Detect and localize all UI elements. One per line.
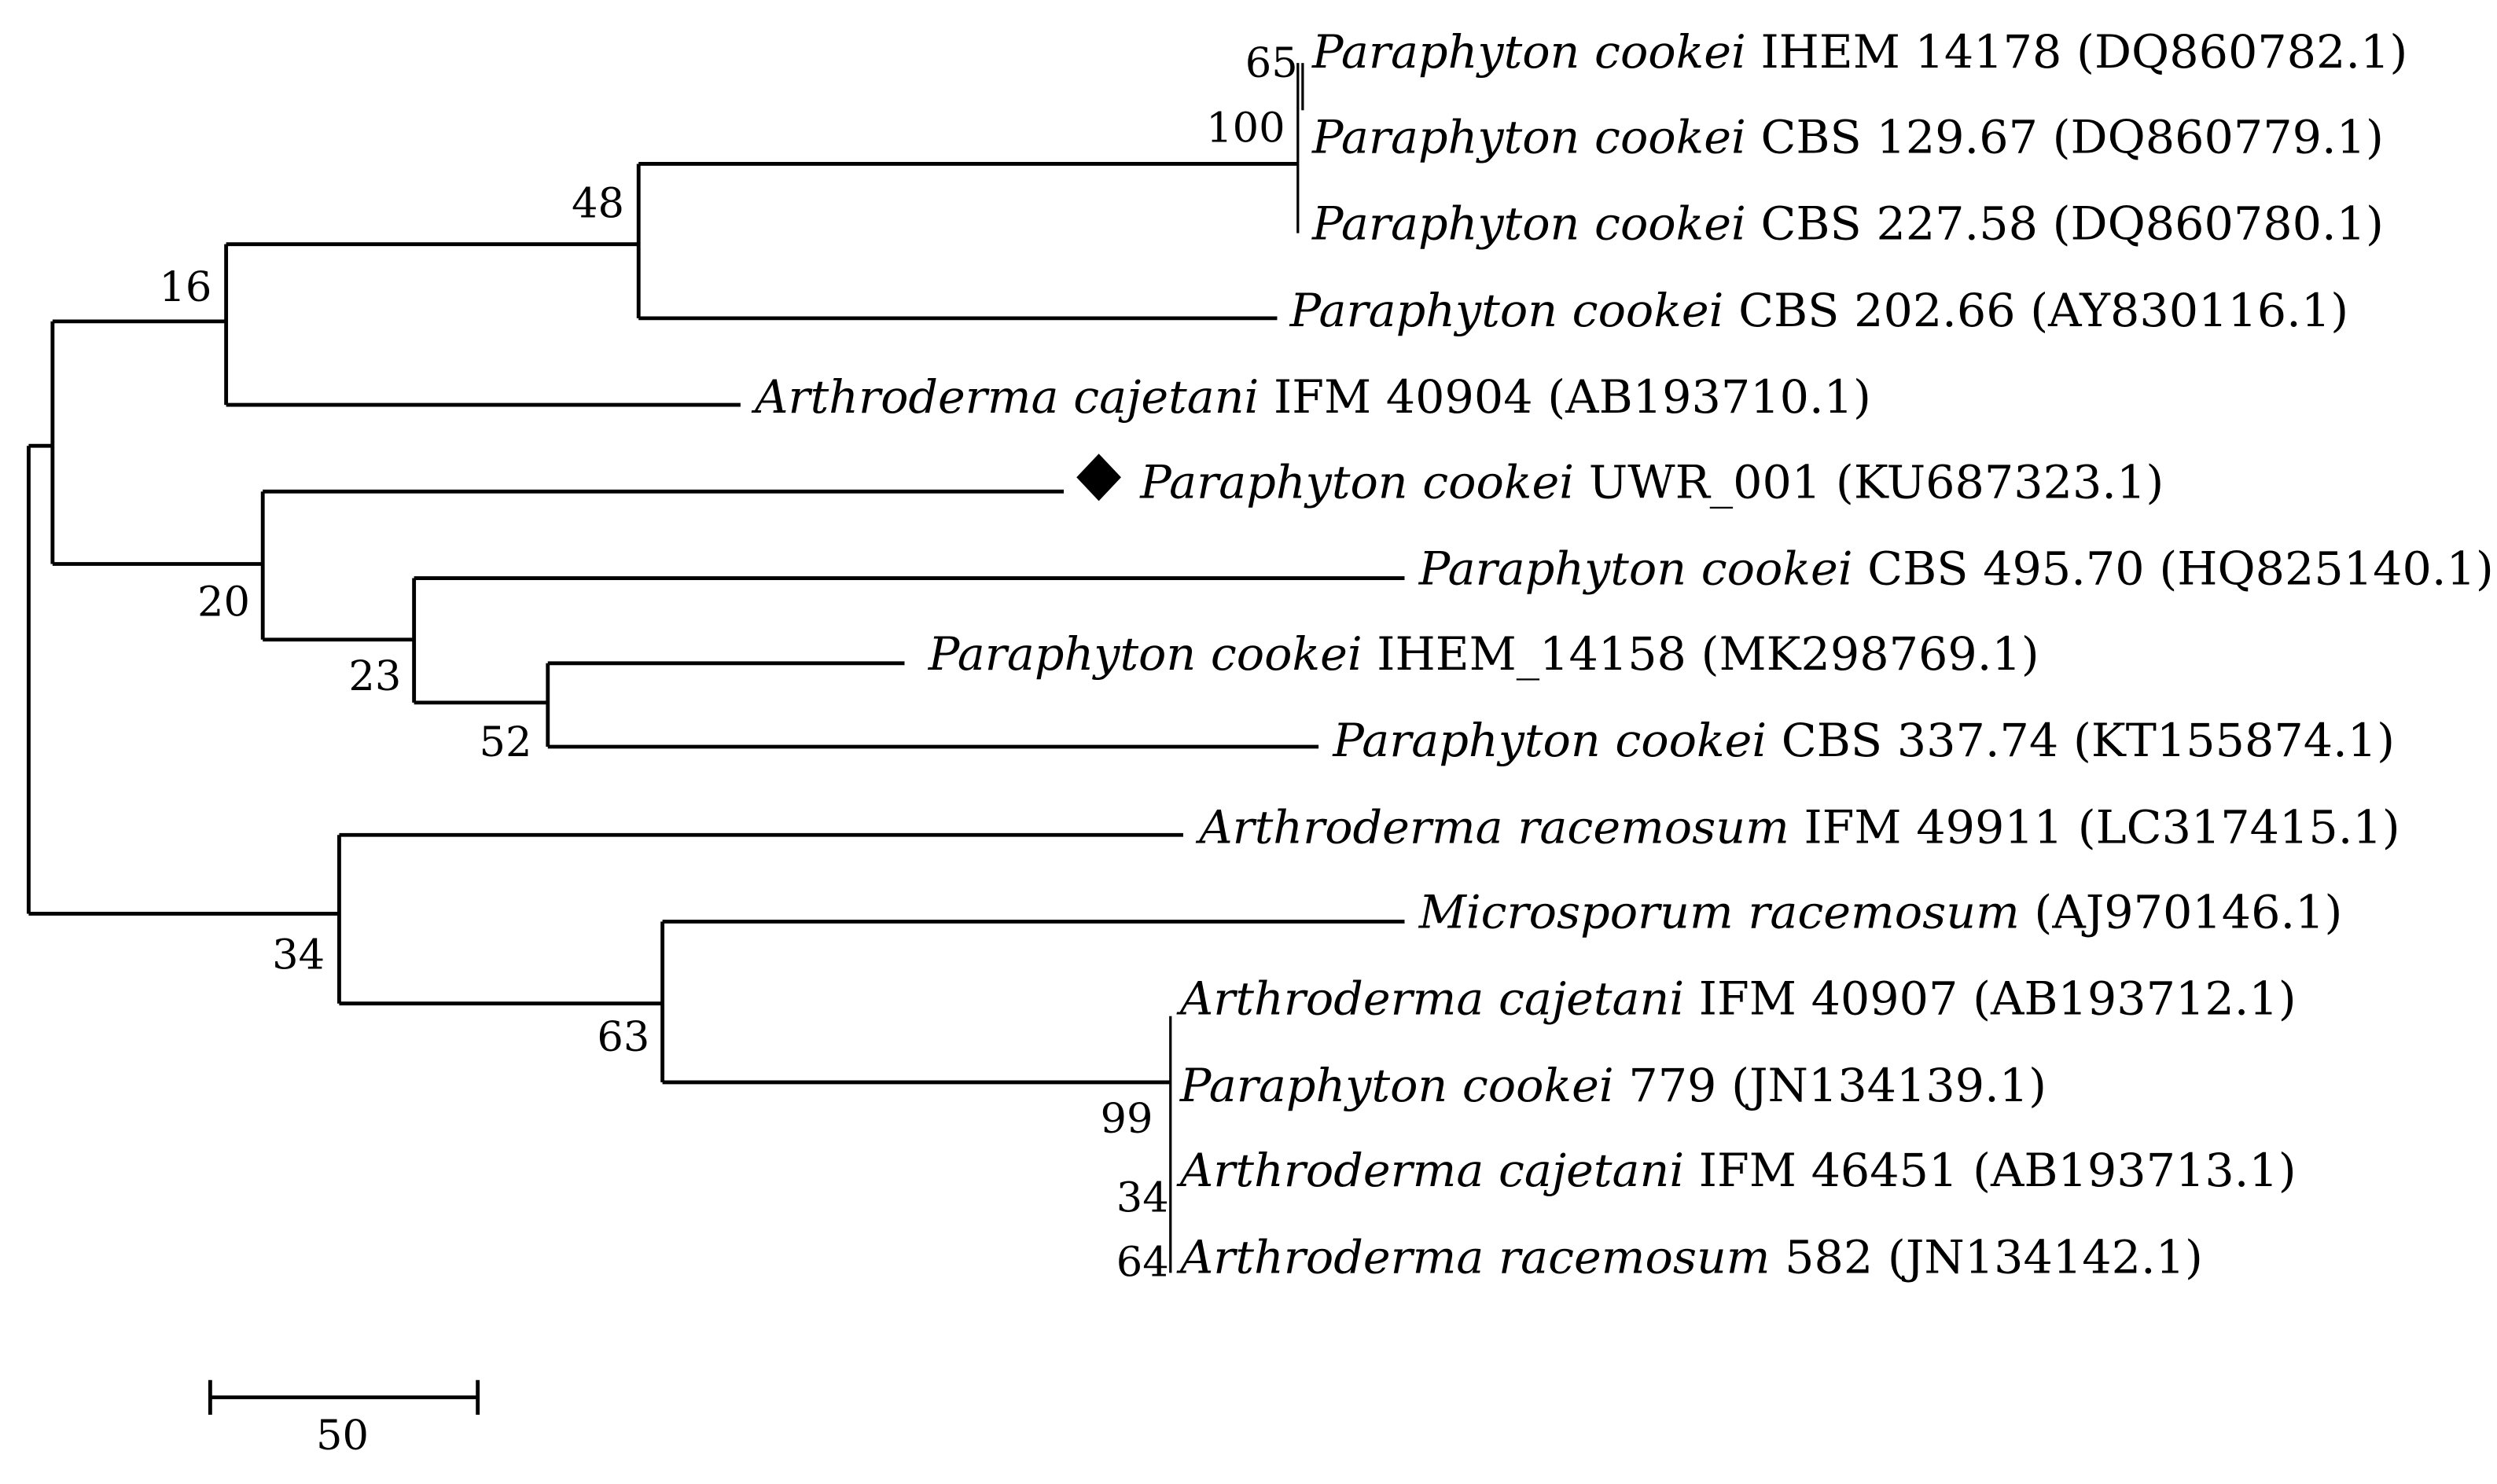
diamond-marker-icon (1076, 454, 1121, 501)
taxon-label: Paraphyton cookei UWR_001 (KU687323.1) (1139, 456, 2164, 509)
taxon-label: Arthroderma racemosum IFM 49911 (LC31741… (1195, 801, 2400, 854)
taxon-label: Paraphyton cookei CBS 495.70 (HQ825140.1… (1418, 542, 2494, 596)
taxon-label: Paraphyton cookei IHEM_14158 (MK298769.1… (928, 627, 2039, 681)
bootstrap-values: 65 100 48 16 20 23 52 34 63 99 34 64 (159, 39, 1297, 1286)
bootstrap-label: 34 (272, 931, 325, 979)
bootstrap-label: 52 (480, 718, 532, 766)
bootstrap-label: 20 (197, 579, 250, 626)
taxon-label: Arthroderma cajetani IFM 46451 (AB193713… (1176, 1144, 2297, 1197)
taxon-label: Paraphyton cookei IHEM 14178 (DQ860782.1… (1311, 25, 2407, 79)
bootstrap-label: 48 (572, 180, 624, 228)
bootstrap-label: 99 (1100, 1095, 1153, 1143)
tree-branches (27, 63, 1405, 1273)
scale-bar: 50 (208, 1379, 480, 1460)
taxon-label: Microsporum racemosum (AJ970146.1) (1418, 886, 2343, 939)
taxon-labels: Paraphyton cookei IHEM 14178 (DQ860782.1… (751, 25, 2494, 1284)
bootstrap-label: 34 (1116, 1174, 1169, 1222)
taxon-label: Paraphyton cookei CBS 129.67 (DQ860779.1… (1311, 111, 2384, 164)
bootstrap-label: 63 (597, 1013, 649, 1061)
taxon-label: Paraphyton cookei CBS 337.74 (KT155874.1… (1332, 714, 2395, 767)
taxon-label: Paraphyton cookei CBS 202.66 (AY830116.1… (1289, 284, 2348, 337)
bootstrap-label: 100 (1206, 105, 1285, 152)
taxon-label: Arthroderma cajetani IFM 40904 (AB193710… (751, 370, 1871, 424)
taxon-label: Arthroderma racemosum 582 (JN134142.1) (1176, 1231, 2203, 1284)
scale-bar-label: 50 (316, 1412, 369, 1460)
taxon-label: Paraphyton cookei CBS 227.58 (DQ860780.1… (1311, 197, 2384, 251)
bootstrap-label: 64 (1116, 1239, 1169, 1287)
bootstrap-label: 16 (159, 263, 211, 311)
taxon-label: Arthroderma cajetani IFM 40907 (AB193712… (1176, 972, 2297, 1026)
taxon-label: Paraphyton cookei 779 (JN134139.1) (1179, 1059, 2047, 1112)
bootstrap-label: 65 (1245, 39, 1298, 87)
bootstrap-label: 23 (348, 652, 401, 700)
